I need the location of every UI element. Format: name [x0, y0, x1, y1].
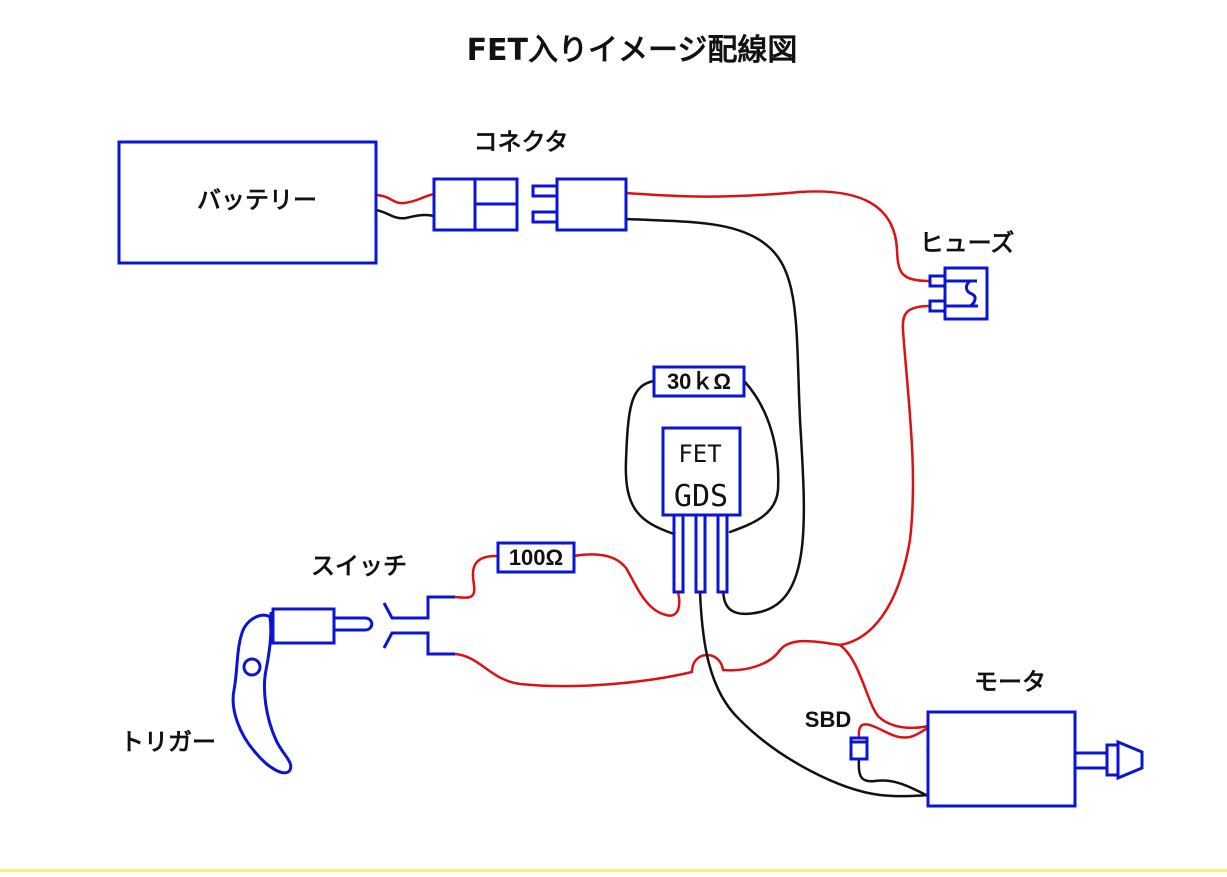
- battery-body: [117, 140, 378, 265]
- fet: FET GDS: [661, 426, 742, 594]
- wire-sbd-to-motor-negative: [857, 757, 930, 798]
- fuse-body: [943, 266, 989, 321]
- switch-contact-bottom: [382, 631, 455, 656]
- trigger: トリガー: [120, 612, 293, 775]
- fuse-pin-top: [928, 274, 947, 288]
- connector-label: コネクタ: [473, 128, 568, 156]
- motor: モータ: [926, 668, 1144, 808]
- wire-connector-to-fet-source: [624, 217, 806, 615]
- motor-label: モータ: [974, 668, 1046, 696]
- switch-label: スイッチ: [311, 552, 407, 580]
- fet-pin-source: [716, 513, 729, 594]
- trigger-label: トリガー: [120, 728, 216, 756]
- wire-battery-positive: [374, 192, 436, 205]
- motor-shaft: [1073, 751, 1109, 770]
- fet-pins-label: GDS: [674, 479, 728, 514]
- fet-label: FET: [678, 440, 721, 468]
- motor-body: [926, 710, 1077, 808]
- wire-bus-to-motor: [838, 643, 930, 730]
- fet-pin-gate: [672, 513, 685, 594]
- wires: [374, 190, 932, 798]
- resistor-30k-body: [652, 365, 746, 398]
- sbd-diode: SBD: [805, 707, 869, 761]
- fuse-label: ヒューズ: [920, 229, 1015, 257]
- connector-male-pin-bottom: [531, 210, 559, 224]
- resistor-30k-label: 30ｋΩ: [667, 369, 731, 394]
- fet-body: [661, 426, 742, 517]
- trigger-lever-icon: [231, 613, 293, 775]
- sbd-label: SBD: [805, 707, 851, 732]
- wire-30k-to-fet-source: [728, 380, 780, 534]
- trigger-pivot-hole-icon: [242, 657, 262, 677]
- motor-pinion-gear-icon: [1116, 739, 1144, 781]
- resistor-100-body: [496, 541, 576, 574]
- fuse-pin-bottom: [928, 299, 947, 313]
- connector-male: [555, 177, 628, 232]
- switch-contact-top: [382, 595, 455, 620]
- resistor-30k: 30ｋΩ: [652, 365, 746, 398]
- switch: スイッチ: [271, 552, 455, 656]
- wire-fet-gate-to-30k: [624, 379, 676, 536]
- fet-pin-drain: [694, 513, 707, 594]
- battery: バッテリー: [117, 140, 378, 265]
- wire-fet-gate-to-100ohm: [572, 553, 681, 617]
- wire-fuse-to-motor: [838, 304, 932, 647]
- wire-switch-to-positive-bus: [426, 639, 842, 688]
- motor-pinion-base: [1105, 743, 1120, 777]
- footer-rule: [0, 869, 1227, 872]
- connector-male-pin-top: [531, 184, 559, 198]
- battery-label: バッテリー: [197, 186, 317, 214]
- wire-sbd-to-motor-positive: [857, 723, 930, 740]
- wire-connector-to-fuse: [624, 190, 932, 283]
- resistor-100-label: 100Ω: [509, 545, 563, 570]
- switch-body: [271, 607, 336, 645]
- connector: コネクタ: [432, 128, 628, 232]
- fuse: ヒューズ: [920, 229, 1015, 321]
- wire-battery-negative: [374, 208, 436, 220]
- resistor-100: 100Ω: [496, 541, 576, 574]
- switch-plunger: [334, 616, 374, 632]
- wire-fet-drain-to-motor: [698, 590, 930, 798]
- diagram-title: FET入りイメージ配線図: [467, 33, 798, 68]
- wire-100ohm-to-switch: [426, 554, 500, 599]
- fuse-element-icon: [945, 279, 978, 308]
